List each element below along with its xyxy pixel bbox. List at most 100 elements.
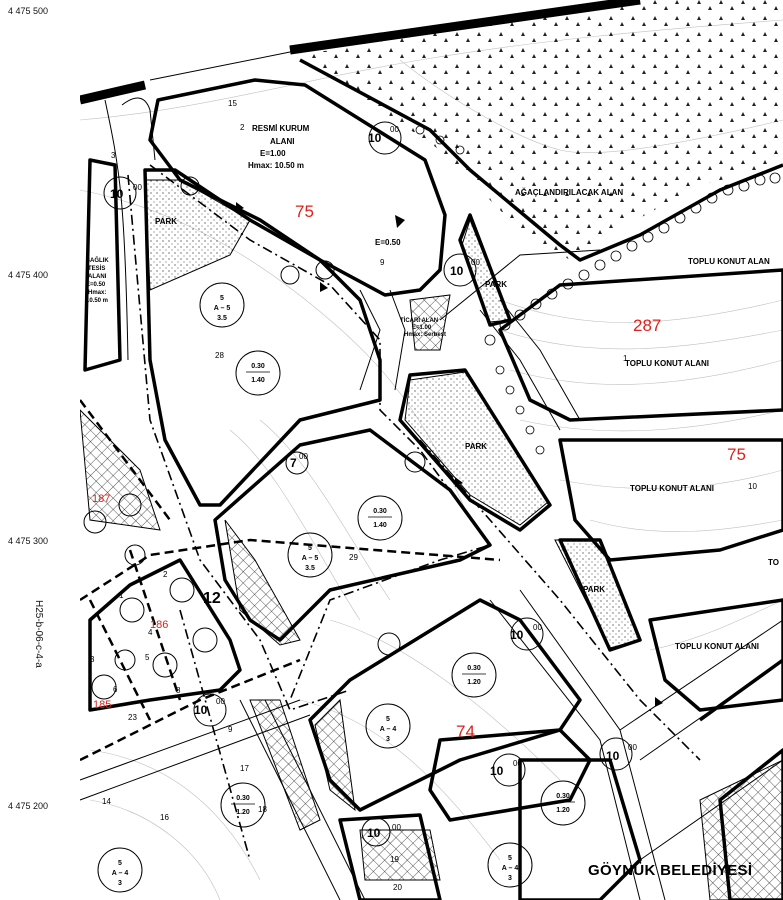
road-width-labels: 10 00 10 00 10 00 10 00 10 00 10 00 10 0… (110, 125, 637, 840)
sheet-id: H25-b-06-c-4-a (33, 600, 44, 668)
svg-text:10: 10 (367, 826, 381, 840)
svg-text:PARK: PARK (155, 217, 177, 226)
svg-text:10: 10 (368, 131, 382, 145)
svg-text:18: 18 (258, 805, 267, 814)
svg-text:0.30: 0.30 (236, 795, 250, 802)
svg-text:Hmax: 10.50 m: Hmax: 10.50 m (248, 161, 304, 170)
coordinate-label: 4 475 400 (8, 270, 49, 280)
svg-text:TO: TO (768, 558, 779, 567)
ring-dividers (231, 371, 575, 805)
svg-text:5: 5 (386, 716, 390, 723)
svg-text:23: 23 (128, 713, 137, 722)
svg-text:1: 1 (119, 591, 124, 600)
svg-text:A – 5: A – 5 (214, 305, 231, 312)
svg-text:10: 10 (510, 628, 524, 642)
svg-text:PARK: PARK (485, 280, 507, 289)
svg-text:00: 00 (392, 823, 401, 832)
svg-text:SAĞLIK: SAĞLIK (86, 256, 109, 264)
coordinate-label: 4 475 200 (8, 801, 49, 811)
svg-text:RESMİ KURUM: RESMİ KURUM (252, 124, 310, 133)
parcel-numbers: 2 15 9 28 1 29 10 17 18 9 14 16 19 20 3 … (90, 99, 757, 892)
svg-text:75: 75 (727, 445, 746, 464)
svg-text:15: 15 (228, 99, 237, 108)
svg-text:0.30: 0.30 (373, 508, 387, 515)
svg-text:74: 74 (456, 722, 475, 741)
svg-text:8: 8 (176, 686, 181, 695)
svg-text:A – 4: A – 4 (380, 726, 397, 733)
svg-text:6: 6 (113, 685, 118, 694)
svg-text:1.20: 1.20 (236, 809, 250, 816)
svg-text:A – 4: A – 4 (112, 870, 129, 877)
svg-text:3.5: 3.5 (217, 315, 227, 322)
svg-text:9: 9 (380, 258, 385, 267)
svg-text:A – 5: A – 5 (302, 555, 319, 562)
svg-text:3: 3 (386, 736, 390, 743)
svg-text:187: 187 (92, 493, 110, 505)
svg-text:10: 10 (194, 703, 208, 717)
svg-text:0.30: 0.30 (556, 793, 570, 800)
coordinate-label: 4 475 500 (8, 6, 49, 16)
tree-row (415, 125, 781, 455)
svg-text:29: 29 (349, 553, 358, 562)
svg-text:E=0.50: E=0.50 (375, 238, 401, 247)
svg-text:TOPLU KONUT ALANI: TOPLU KONUT ALANI (630, 484, 714, 493)
svg-text:3.5: 3.5 (305, 565, 315, 572)
svg-text:1.40: 1.40 (251, 377, 265, 384)
svg-text:10: 10 (110, 187, 124, 201)
svg-text:5: 5 (145, 653, 150, 662)
svg-text:4: 4 (148, 628, 153, 637)
svg-text:186: 186 (150, 619, 168, 631)
svg-text:A – 4: A – 4 (502, 865, 519, 872)
svg-text:185: 185 (93, 699, 111, 711)
svg-text:00: 00 (513, 759, 522, 768)
svg-text:00: 00 (299, 452, 308, 461)
svg-text:E=1.00: E=1.00 (412, 325, 432, 331)
svg-text:1.40: 1.40 (373, 522, 387, 529)
svg-text:00: 00 (390, 125, 399, 134)
svg-text:AĞAÇLANDIRILACAK ALAN: AĞAÇLANDIRILACAK ALAN (515, 188, 623, 197)
svg-text:ALANI: ALANI (270, 137, 294, 146)
svg-text:TOPLU KONUT ALANI: TOPLU KONUT ALANI (625, 359, 709, 368)
svg-text:10: 10 (450, 264, 464, 278)
svg-text:0.30: 0.30 (467, 665, 481, 672)
svg-text:PARK: PARK (583, 585, 605, 594)
svg-text:28: 28 (215, 351, 224, 360)
road-centerlines (127, 164, 701, 861)
svg-text:PARK: PARK (465, 442, 487, 451)
svg-text:00: 00 (533, 623, 542, 632)
area-labels: RESMİ KURUM ALANI E=1.00 Hmax: 10.50 m A… (86, 124, 779, 651)
svg-text:00: 00 (628, 743, 637, 752)
svg-text:5: 5 (508, 855, 512, 862)
svg-text:5: 5 (220, 295, 224, 302)
svg-text:10.50 m: 10.50 m (86, 298, 108, 304)
svg-text:12: 12 (203, 590, 221, 607)
hatched-areas (79, 294, 783, 900)
svg-text:TİCARİ ALAN: TİCARİ ALAN (400, 317, 438, 324)
svg-text:9: 9 (228, 725, 233, 734)
ring-labels: 5 A – 5 3.5 5 A – 5 3.5 5 A – 4 3 5 A – … (112, 295, 570, 887)
svg-text:1.20: 1.20 (467, 679, 481, 686)
svg-text:75: 75 (295, 202, 314, 221)
svg-text:0.30: 0.30 (251, 363, 265, 370)
svg-text:00: 00 (471, 258, 480, 267)
coordinate-label: 4 475 300 (8, 536, 49, 546)
svg-text:Hmax: Serbest: Hmax: Serbest (404, 332, 446, 338)
svg-text:5: 5 (118, 860, 122, 867)
svg-text:TESİS: TESİS (88, 265, 105, 272)
svg-text:5: 5 (308, 545, 312, 552)
svg-text:00: 00 (133, 183, 142, 192)
afforestation-area (300, 0, 783, 260)
road-edges (79, 49, 783, 900)
regulation-rings (83, 121, 633, 893)
svg-text:TOPLU KONUT ALANI: TOPLU KONUT ALANI (675, 642, 759, 651)
municipality-watermark: GÖYNÜK BELEDİYESİ (588, 862, 753, 879)
island-numbers: 75 287 75 74 187 186 185 (92, 202, 746, 741)
svg-text:10: 10 (606, 749, 620, 763)
svg-text:E=1.00: E=1.00 (260, 149, 286, 158)
svg-text:10: 10 (748, 482, 757, 491)
svg-text:3: 3 (118, 880, 122, 887)
arrows (236, 202, 663, 707)
svg-text:10: 10 (490, 764, 504, 778)
svg-text:TOPLU KONUT ALAN: TOPLU KONUT ALAN (688, 257, 770, 266)
